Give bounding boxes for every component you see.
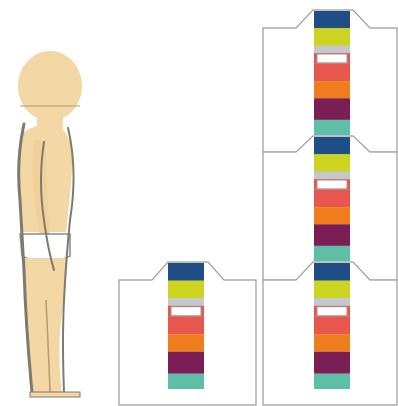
stripe-gray bbox=[314, 46, 350, 54]
stripe-gray bbox=[168, 298, 204, 306]
stripe-red bbox=[314, 317, 350, 335]
stripe-gray bbox=[314, 298, 350, 306]
stripe-orange bbox=[314, 334, 350, 352]
stripe-navy bbox=[314, 263, 350, 281]
stack-box-top bbox=[263, 10, 397, 152]
child-silhouette-icon bbox=[18, 51, 82, 397]
stripe-white bbox=[171, 307, 201, 316]
single-box bbox=[119, 262, 256, 405]
diaper bbox=[20, 234, 70, 262]
stripe-navy bbox=[314, 11, 350, 28]
stripe-teal bbox=[314, 120, 350, 135]
stack-box-middle bbox=[263, 136, 397, 280]
head bbox=[18, 51, 82, 121]
stripe-white bbox=[317, 307, 347, 316]
stripe-red bbox=[314, 190, 350, 207]
color-column bbox=[314, 137, 350, 261]
stripe-plum bbox=[314, 224, 350, 246]
stripe-gray bbox=[314, 172, 350, 180]
color-column bbox=[314, 11, 350, 135]
stripe-teal bbox=[168, 374, 204, 389]
stripe-lime bbox=[314, 28, 350, 45]
stripe-white bbox=[317, 180, 347, 189]
stripe-white bbox=[317, 54, 347, 63]
stack-box-bottom bbox=[263, 262, 397, 405]
stripe-plum bbox=[314, 352, 350, 374]
legs bbox=[22, 258, 66, 394]
stripe-plum bbox=[168, 352, 204, 374]
stripe-lime bbox=[168, 281, 204, 299]
stripe-orange bbox=[168, 334, 204, 352]
stripe-plum bbox=[314, 98, 350, 120]
stripe-teal bbox=[314, 246, 350, 261]
stripe-lime bbox=[314, 154, 350, 171]
stripe-orange bbox=[314, 207, 350, 224]
feet bbox=[30, 392, 80, 397]
color-column bbox=[314, 263, 350, 389]
stripe-navy bbox=[314, 137, 350, 154]
child-figure bbox=[18, 51, 82, 397]
stripe-teal bbox=[314, 374, 350, 389]
stripe-lime bbox=[314, 281, 350, 299]
stripe-orange bbox=[314, 81, 350, 98]
color-column bbox=[168, 263, 204, 389]
stripe-red bbox=[314, 64, 350, 81]
stripe-red bbox=[168, 317, 204, 335]
stripe-navy bbox=[168, 263, 204, 281]
